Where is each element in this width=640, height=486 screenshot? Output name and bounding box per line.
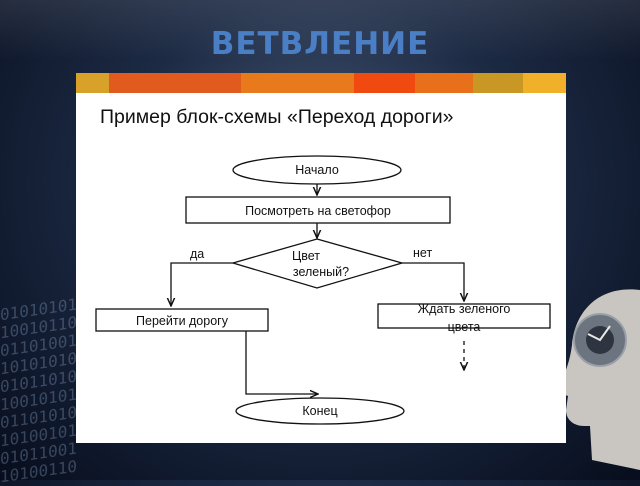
decorative-color-bar — [76, 73, 566, 93]
color-bar-segment — [473, 73, 523, 93]
color-bar-segment — [241, 73, 354, 93]
road-crossing-flowchart: Начало Посмотреть на светофор Цвет зелен… — [95, 155, 551, 425]
wait-green-label-line1: Ждать зеленого — [418, 302, 511, 316]
cross-road-process — [95, 308, 269, 332]
no-branch-label: нет — [413, 246, 432, 260]
end-label: Конец — [302, 404, 337, 418]
background-highlight — [0, 0, 640, 60]
slide-title: ВЕТВЛЕНИЕ — [210, 26, 430, 62]
color-bar-segment — [523, 73, 566, 93]
head-silhouette-icon — [558, 289, 640, 470]
yes-branch-label: да — [190, 247, 204, 261]
color-bar-segment — [415, 73, 473, 93]
start-label: Начало — [295, 163, 339, 177]
wait-green-label-line2: цвета — [448, 320, 481, 334]
wait-green-process — [377, 303, 551, 329]
cross-road-label: Перейти дорогу — [136, 314, 229, 328]
color-bar-segment — [109, 73, 241, 93]
color-green-decision — [230, 238, 405, 289]
content-slide: Пример блок-схемы «Переход дороги» Начал… — [76, 73, 566, 443]
end-terminator — [235, 397, 405, 425]
color-bar-segment — [354, 73, 415, 93]
connector-no-to-wait — [402, 262, 464, 301]
connector-yes-to-cross — [171, 262, 233, 306]
look-at-light-process — [185, 196, 451, 224]
look-at-light-label: Посмотреть на светофор — [245, 204, 391, 218]
connector-cross-to-end — [245, 331, 318, 394]
decision-label-line1: Цвет — [292, 249, 320, 263]
color-bar-segment — [76, 73, 109, 93]
decision-label-line2: зеленый? — [293, 265, 349, 279]
flowchart-heading: Пример блок-схемы «Переход дороги» — [100, 106, 454, 128]
